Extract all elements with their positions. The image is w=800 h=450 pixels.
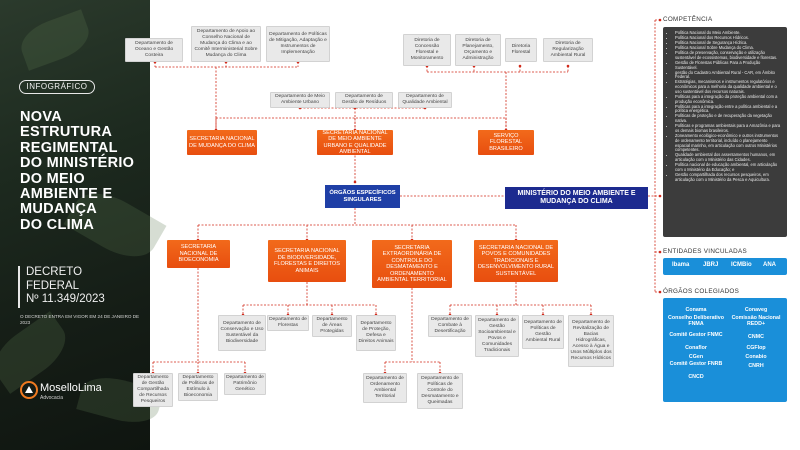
infographic-badge: INFOGRÁFICO — [19, 80, 95, 94]
competence-title: COMPETÊNCIA — [663, 16, 713, 23]
secretariat-box: SECRETARIA NACIONAL DE MEIO AMBIENTE URB… — [317, 130, 393, 155]
dept-box: Departamento de Combate à Desertificação — [428, 315, 472, 337]
dept-box: Departamento de Proteção, Defesa e Direi… — [356, 315, 396, 351]
competence-item: Qualidade ambiental dos assentamentos hu… — [675, 153, 783, 163]
council-label: Comitê Gestor FNRB — [669, 361, 723, 368]
effective-date-note: O DECRETO ENTRA EM VIGOR EM 24 DE JANEIR… — [20, 314, 140, 325]
secretariat-box: SECRETARIA NACIONAL DE MUDANÇA DO CLIMA — [187, 130, 257, 155]
dept-box: Departamento de Gestão Compartilhada de … — [133, 373, 173, 407]
dept-box: Diretoria Florestal — [505, 38, 537, 62]
competence-item: Políticas para a integração da proteção … — [675, 94, 783, 105]
dept-box: Departamento de Ordenamento Ambiental Te… — [363, 373, 407, 403]
council-label: Conselho Deliberativo FNMA — [668, 315, 724, 327]
dept-box: Departamento de Políticas de Estímulo à … — [178, 373, 218, 401]
council-label: Conabio — [745, 354, 767, 361]
council-label: Conaflor — [685, 344, 707, 351]
entities-title: ENTIDADES VINCULADAS — [663, 248, 748, 255]
left-panel — [0, 0, 167, 450]
competence-item: Gestão de Florestas Públicas Para a Prod… — [675, 60, 783, 71]
dept-box: Departamento de Gestão Socioambiental e … — [475, 315, 519, 357]
logo-name: MoselloLima — [40, 382, 102, 394]
councils-title: ÓRGÃOS COLEGIADOS — [663, 288, 740, 295]
secretariat-box: SERVIÇO FLORESTAL BRASILEIRO — [478, 130, 534, 155]
council-label: CNMC — [748, 334, 764, 341]
secretariat-box: SECRETARIA EXTRAORDINÁRIA DE CONTROLE DO… — [372, 240, 452, 288]
dept-box: Departamento de Meio Ambiente Urbano — [270, 92, 330, 108]
dept-box: Departamento de Áreas Protegidas — [312, 315, 352, 337]
entity-label: ANA — [763, 262, 776, 268]
competence-item: Política Nacional de Segurança Hídrica. — [675, 40, 783, 46]
mosellolima-logo-icon — [20, 381, 38, 399]
competence-item: Zoneamento ecológico-econômico e outros … — [675, 133, 783, 153]
dept-box: Diretoria de Planejamento, Orçamento e A… — [455, 34, 501, 66]
central-node: ÓRGÃOS ESPECÍFICOS SINGULARES — [325, 185, 400, 208]
secretariat-box: SECRETARIA NACIONAL DE BIODIVERSIDADE, F… — [268, 240, 346, 282]
decree-divider — [18, 266, 20, 308]
entity-label: ICMBio — [731, 262, 752, 268]
dept-box: Departamento de Apoio ao Conselho Nacion… — [191, 26, 261, 62]
secretariat-box: SECRETARIA NACIONAL DE POVOS E COMUNIDAD… — [474, 240, 558, 282]
entities-panel: Ibama JBRJ ICMBio ANA — [663, 258, 787, 275]
council-label: CNCD — [688, 373, 704, 380]
entity-label: JBRJ — [703, 262, 719, 268]
competence-item: Políticas de proteção e de recuperação d… — [675, 114, 783, 124]
competence-item: Gestão compartilhada dos recursos pesque… — [675, 172, 783, 183]
council-label: CNRH — [748, 362, 764, 369]
councils-panel: Conama Conselho Deliberativo FNMA Comitê… — [663, 298, 787, 402]
competence-item: Políticas para a integração entre a polí… — [675, 104, 783, 115]
council-label: Comitê Gestor FNMC — [669, 331, 723, 338]
competence-item: gestão do Cadastro Ambiental Rural - CAR… — [675, 70, 783, 81]
council-label: Comissão Nacional REDD+ — [731, 315, 781, 327]
dept-box: Departamento de Oceano e Gestão Costeira — [125, 38, 183, 62]
ministry-node: MINISTÉRIO DO MEIO AMBIENTE E MUDANÇA DO… — [505, 187, 648, 209]
dept-box: Departamento de Florestas — [267, 315, 309, 331]
dept-box: Departamento de Políticas de Controle do… — [417, 373, 463, 409]
council-label: CGen — [688, 354, 704, 361]
dept-box: Departamento de Qualidade Ambiental — [398, 92, 452, 108]
competence-item: Políticas e programas ambientais para a … — [675, 123, 783, 134]
dept-box: Departamento de Políticas de Gestão Ambi… — [522, 315, 564, 349]
council-label: Conaveg — [744, 306, 768, 313]
competence-item: Política Nacional do Meio Ambiente. — [675, 30, 783, 36]
dept-box: Departamento de Conservação e Uso Susten… — [218, 315, 266, 351]
competence-item: Política Nacional dos Recursos Hídricos. — [675, 35, 783, 41]
dept-box: Departamento de Políticas de Mitigação, … — [266, 26, 330, 62]
logo-subtitle: Advocacia — [40, 395, 64, 401]
dept-box: Departamento de Gestão de Resíduos — [335, 92, 393, 108]
competence-item: Política nacional de educação ambiental,… — [675, 162, 783, 173]
competence-item: Política Nacional Sobre Mudança do Clima… — [675, 45, 783, 51]
council-label: CGFlop — [746, 344, 766, 351]
dept-box: Diretoria de Regularização Ambiental Rur… — [543, 38, 593, 62]
competence-item: Estratégias, mecanismos e instrumentos r… — [675, 79, 783, 94]
council-label: Conama — [685, 306, 707, 313]
secretariat-box: SECRETARIA NACIONAL DE BIOECONOMIA — [167, 240, 230, 268]
dept-box: Departamento de Revitalização de Bacias … — [568, 315, 614, 367]
dept-box: Diretoria de Concessão Florestal e Monit… — [403, 34, 451, 66]
competence-panel: Política Nacional do Meio Ambiente. Polí… — [663, 27, 787, 237]
entity-label: Ibama — [672, 262, 690, 268]
competence-item: Política de preservação, conservação e u… — [675, 50, 783, 61]
dept-box: Departamento de Patrimônio Genético — [224, 373, 266, 395]
